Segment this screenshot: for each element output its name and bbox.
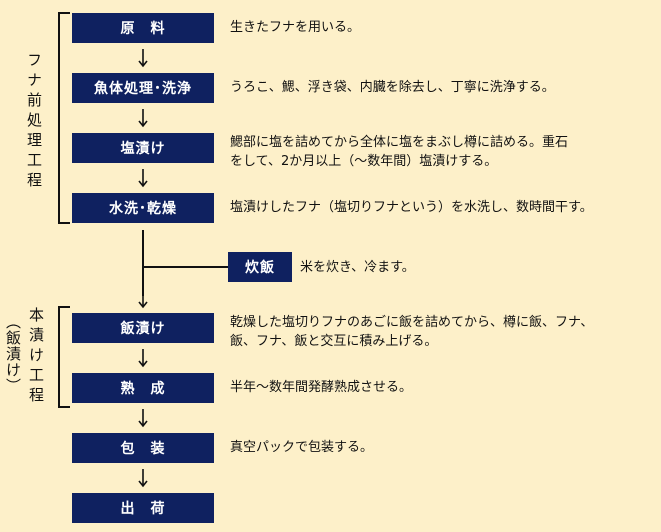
main-process-bracket [58,306,70,408]
step-box: 水洗･乾燥 [72,193,214,223]
down-arrow-icon [138,288,148,309]
step-box: 飯漬け [72,313,214,343]
step-box: 塩漬け [72,133,214,163]
step-box: 熟 成 [72,373,214,403]
down-arrow-icon [138,169,148,188]
side-step-description: 米を炊き、冷ます。 [300,260,415,275]
connector-line [142,230,144,296]
step-description: 鰓部に塩を詰めてから全体に塩をまぶし樽に詰める。重石 をして、2か月以上（～数年… [230,135,569,169]
main-process-label: 本漬け工程 [27,307,45,407]
down-arrow-icon [138,469,148,488]
step-box: 原 料 [72,13,214,43]
pre-process-label: フナ前処理工程 [25,52,43,192]
pre-process-bracket [58,12,70,224]
step-description: うろこ、鰓、浮き袋、内臓を除去し、丁寧に洗浄する。 [230,80,555,95]
step-description: 生きたフナを用いる。 [230,20,361,35]
connector-line [142,266,228,268]
step-box: 出 荷 [72,493,214,523]
step-description: 真空パックで包装する。 [230,440,374,455]
side-step-box: 炊飯 [228,252,292,282]
step-description: 塩漬けしたフナ（塩切りフナという）を水洗し、数時間干す。 [230,200,593,215]
down-arrow-icon [138,49,148,68]
step-description: 乾燥した塩切りフナのあごに飯を詰めてから、樽に飯、フナ、 飯、フナ、飯と交互に積… [230,315,594,349]
step-box: 包 装 [72,433,214,463]
step-description: 半年～数年間発酵熟成させる。 [230,380,413,395]
step-box: 魚体処理･洗浄 [72,73,214,103]
main-process-sublabel: （飯漬け） [4,314,22,394]
down-arrow-icon [138,109,148,128]
down-arrow-icon [138,349,148,368]
down-arrow-icon [138,409,148,428]
